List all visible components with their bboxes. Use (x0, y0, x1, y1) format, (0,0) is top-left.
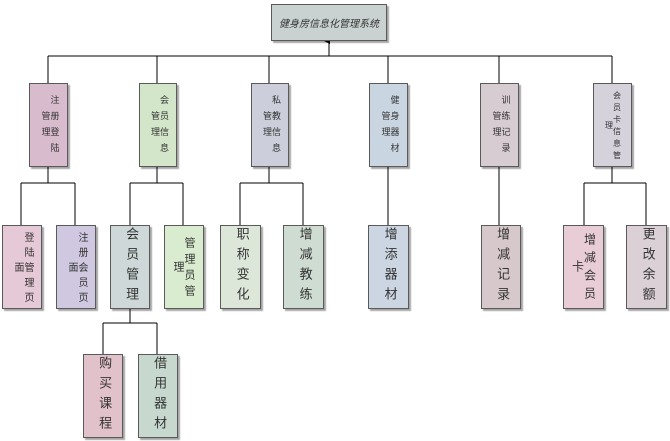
node-label: 登陆管理页面 (12, 231, 33, 307)
node-label: 增减会员卡 (570, 233, 597, 305)
node-label: 增减教练 (296, 227, 312, 307)
module-label: 会员信息管理 (149, 95, 168, 159)
node-label: 增添器材 (381, 227, 397, 307)
module-member-info: 会员信息管理 (139, 83, 177, 167)
node-add-remove-record: 增减记录 (481, 225, 521, 309)
node-label: 购买课程 (96, 356, 112, 436)
root-node: 健身房信息化管理系统 (271, 4, 387, 41)
module-label: 训练记录管理 (490, 95, 510, 159)
node-label: 会员管理 (123, 227, 139, 307)
module-label: 会员卡信息管理 (604, 91, 622, 163)
module-label: 健身器材管理 (379, 95, 399, 159)
node-add-remove-coach: 增减教练 (283, 225, 324, 309)
node-label: 更改余额 (639, 227, 655, 307)
node-member-management: 会员管理 (110, 225, 150, 309)
node-label: 注册会员页面 (66, 231, 87, 307)
module-equipment: 健身器材管理 (369, 83, 408, 167)
node-admin-management: 管理员管理 (164, 225, 204, 309)
module-label: 注册登陆管理 (39, 95, 59, 159)
module-label: 私教信息管理 (261, 95, 280, 159)
node-add-remove-card: 增减会员卡 (563, 225, 604, 309)
module-coach-info: 私教信息管理 (251, 83, 289, 167)
module-training-record: 训练记录管理 (480, 83, 519, 167)
node-label: 职称变化 (233, 227, 249, 307)
module-register-login: 注册登陆管理 (29, 83, 68, 167)
node-label: 管理员管理 (172, 237, 196, 301)
node-change-balance: 更改余额 (626, 225, 667, 309)
node-login-management-page: 登陆管理页面 (2, 225, 42, 309)
node-register-member-page: 注册会员页面 (56, 225, 96, 309)
node-buy-course: 购买课程 (83, 354, 123, 438)
node-title-change: 职称变化 (220, 225, 261, 309)
node-add-equipment: 增添器材 (368, 225, 409, 309)
module-member-card: 会员卡信息管理 (593, 83, 632, 167)
root-label: 健身房信息化管理系统 (279, 19, 379, 30)
node-borrow-equipment: 借用器材 (138, 354, 178, 438)
node-label: 借用器材 (151, 356, 167, 436)
node-label: 增减记录 (494, 227, 510, 307)
